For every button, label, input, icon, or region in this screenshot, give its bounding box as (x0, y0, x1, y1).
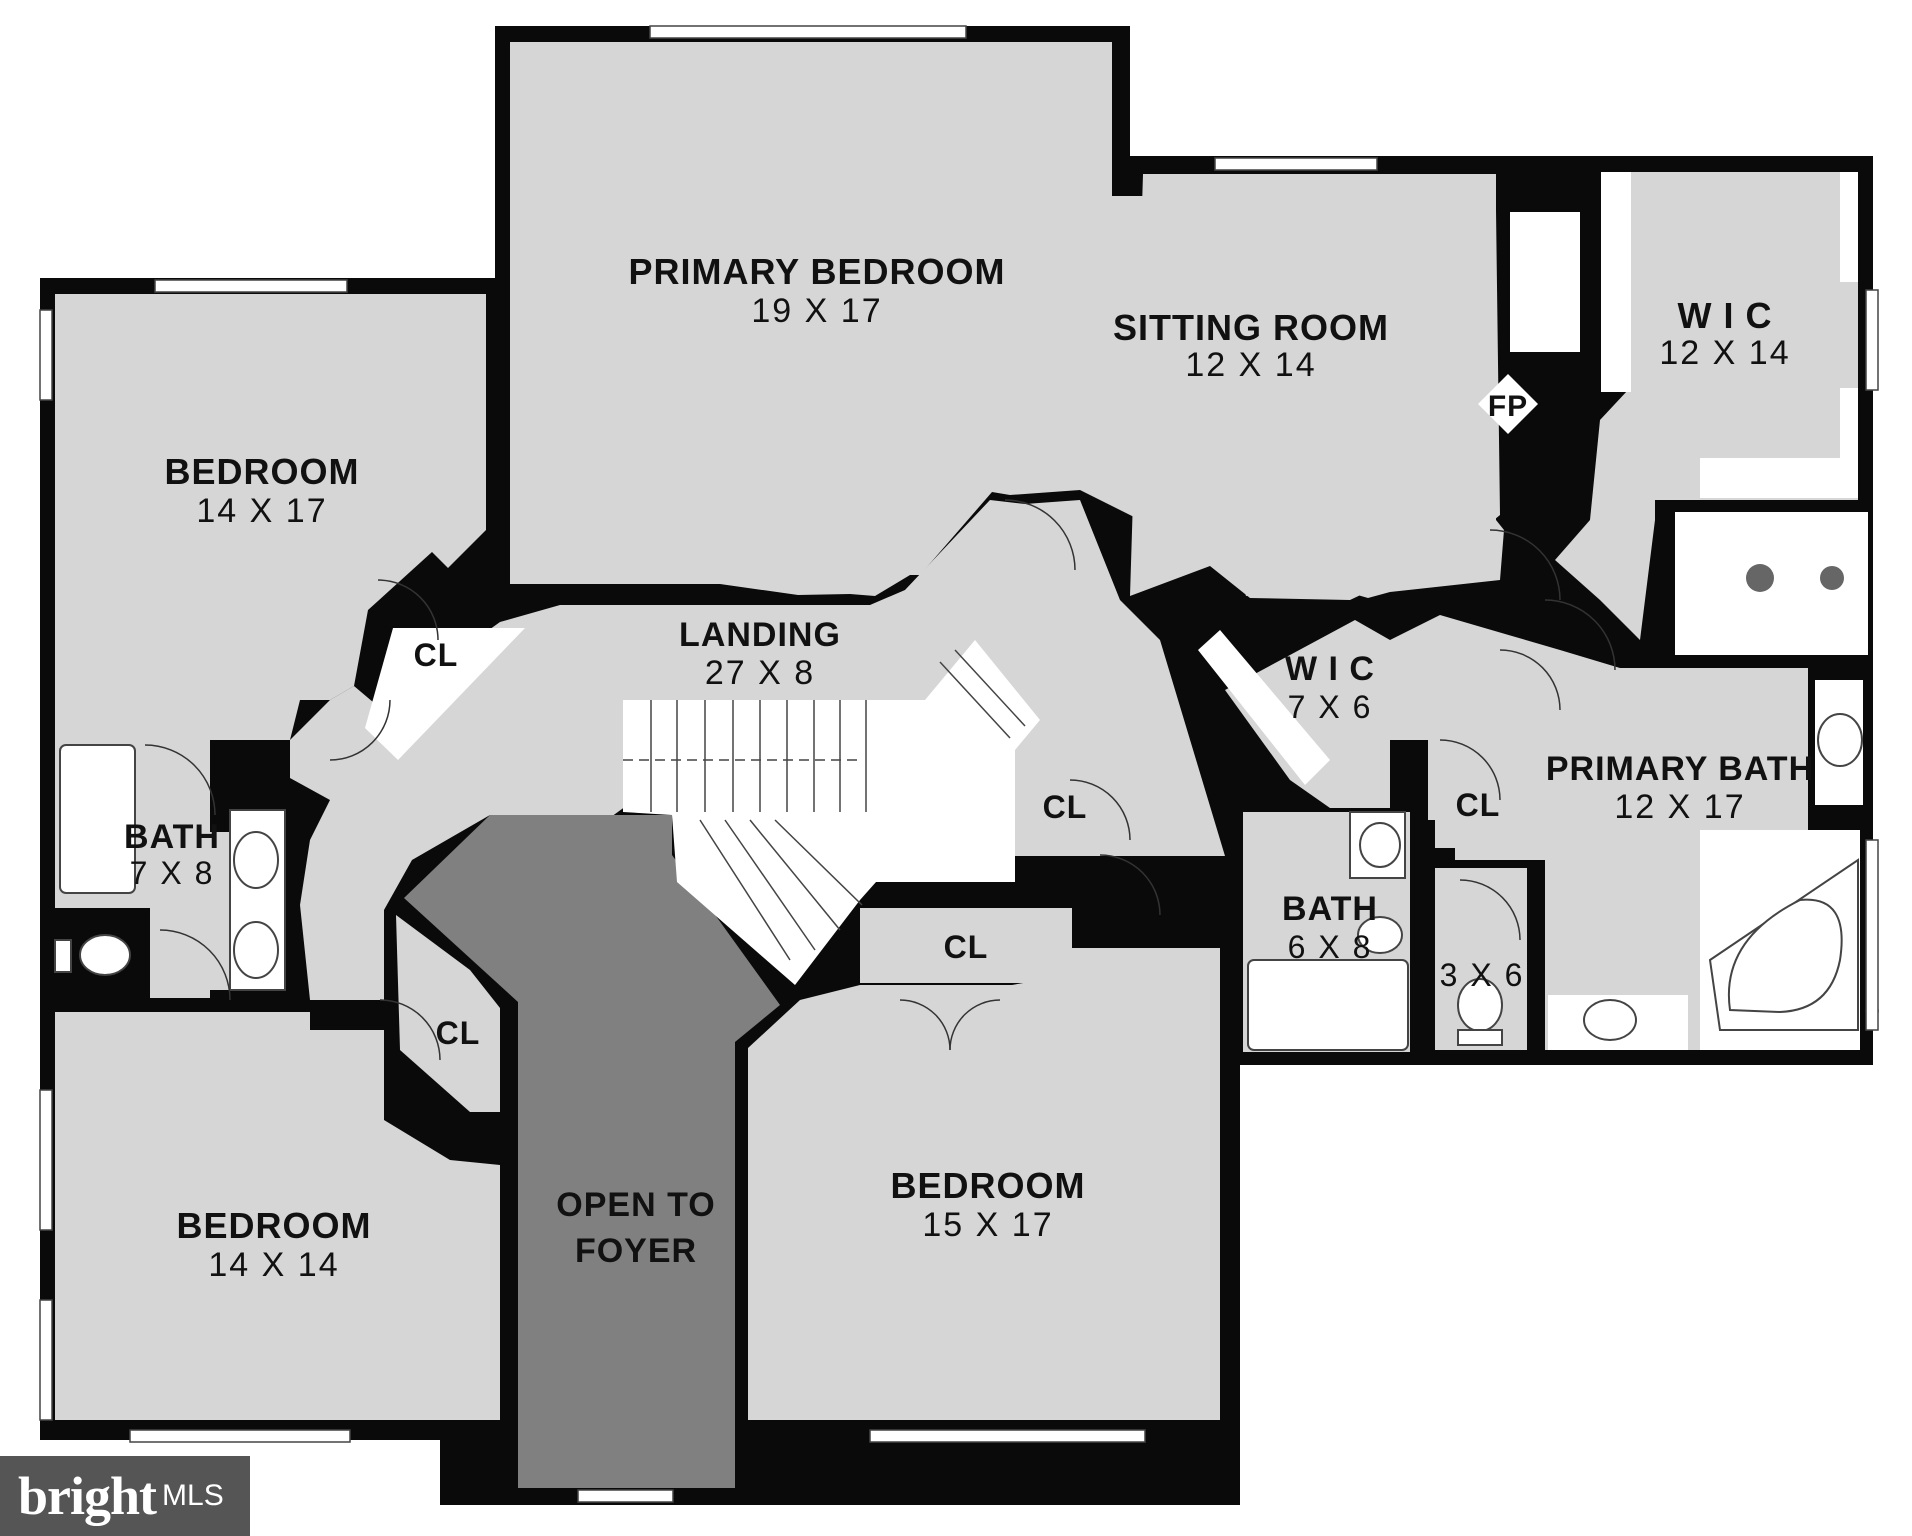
bedroom-sw-floor (55, 1012, 500, 1420)
open-to-foyer-label-2: FOYER (575, 1232, 697, 1270)
sitting-room-dim: 12 X 14 (1185, 346, 1316, 384)
sink-icon (233, 831, 279, 889)
bath-west-label: BATH (124, 818, 220, 856)
bedroom-sw-dim: 14 X 14 (208, 1246, 339, 1284)
bath-mid-label: BATH (1282, 890, 1378, 928)
closet-stair-label: CL (1043, 789, 1088, 825)
wc-dim: 3 X 6 (1440, 957, 1525, 993)
staircase (623, 640, 1040, 985)
room-labels: PRIMARY BEDROOM 19 X 17 SITTING ROOM 12 … (124, 251, 1814, 1284)
wic-large-label: W I C (1678, 295, 1773, 336)
windows (39, 25, 1879, 1503)
bedroom-sw-label: BEDROOM (177, 1205, 372, 1246)
wic-small-label: W I C (1285, 650, 1375, 688)
toilet-tank-icon (54, 939, 72, 973)
sink-icon (1583, 999, 1637, 1041)
sitting-room-floor (1130, 174, 1500, 600)
toilet-icon (1357, 916, 1403, 954)
closet-stair-floor (1030, 730, 1070, 855)
closet-bath-label: CL (1456, 787, 1501, 823)
logo-wordmark: bright (18, 1466, 157, 1526)
toilet-tank-icon (1457, 1029, 1503, 1046)
bedroom-se-label: BEDROOM (891, 1165, 1086, 1206)
sink-icon (1359, 822, 1401, 868)
bedroom-se-floor (748, 948, 1220, 1420)
sink-icon (1817, 713, 1863, 767)
bathtub-west (59, 744, 136, 894)
bedroom-nw-label: BEDROOM (165, 451, 360, 492)
logo-sub: MLS (162, 1479, 224, 1512)
open-to-foyer-label-1: OPEN TO (556, 1186, 715, 1224)
toilet-icon (79, 934, 131, 976)
sink-icon (233, 921, 279, 979)
landing-dim: 27 X 8 (705, 654, 815, 692)
fixtures (54, 564, 1863, 1051)
shower-drain-icon (1746, 564, 1774, 592)
closet-sw-floor (396, 915, 500, 1112)
jacuzzi-basin (1727, 898, 1843, 1014)
closet-se-floor (860, 908, 1072, 983)
bedroom-nw-floor (55, 294, 486, 740)
closet-se-label: CL (944, 929, 989, 965)
shower-drain-icon (1820, 566, 1844, 590)
wic-small-floor (1225, 620, 1390, 808)
bath-west-dim: 7 X 8 (130, 855, 215, 891)
wic-small-dim: 7 X 6 (1288, 689, 1373, 725)
bedroom-nw-dim: 14 X 17 (196, 492, 327, 530)
bathtub-mid (1247, 959, 1409, 1051)
primary-bedroom-label: PRIMARY BEDROOM (628, 251, 1005, 292)
primary-bath-label: PRIMARY BATH (1546, 750, 1814, 788)
landing-label: LANDING (679, 616, 841, 654)
sitting-room-label: SITTING ROOM (1113, 307, 1389, 348)
fireplace (1478, 374, 1538, 434)
bright-mls-logo: bright MLS (0, 1456, 250, 1536)
primary-bath-dim: 12 X 17 (1614, 788, 1745, 826)
closet-nw-label: CL (414, 637, 459, 673)
bath-mid-dim: 6 X 8 (1288, 929, 1373, 965)
closet-bath-floor (1435, 724, 1535, 848)
wic-large-dim: 12 X 14 (1659, 334, 1790, 372)
primary-bedroom-dim: 19 X 17 (751, 292, 882, 330)
open-to-foyer-area (404, 815, 780, 1488)
closet-sw-label: CL (436, 1015, 481, 1051)
door-swings (144, 499, 1616, 1061)
fireplace-label: FP (1488, 390, 1528, 423)
bedroom-se-dim: 15 X 17 (922, 1206, 1053, 1244)
